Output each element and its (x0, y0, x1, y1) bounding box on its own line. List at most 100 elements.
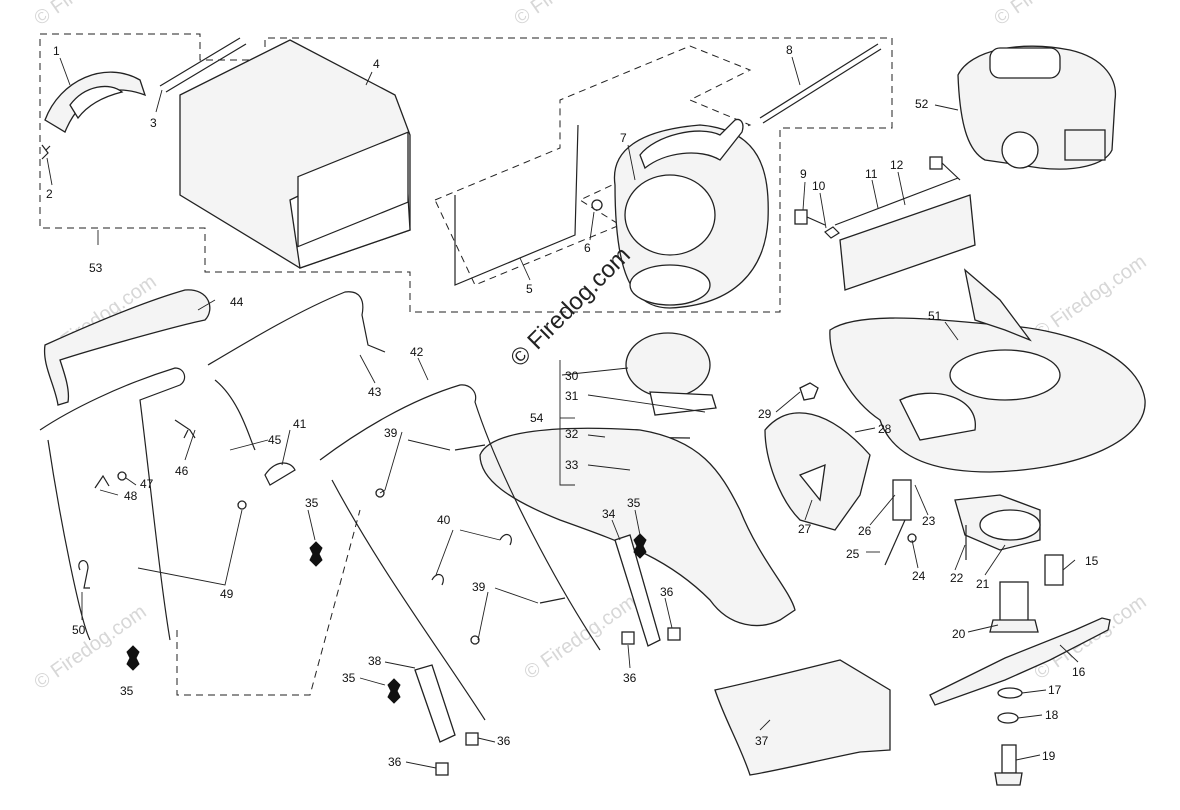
part-handle-45[interactable] (39, 367, 186, 641)
callout-16[interactable]: 16 (1072, 665, 1086, 679)
part-blade-adapter[interactable] (954, 494, 1041, 560)
callout-3[interactable]: 3 (150, 116, 157, 130)
callout-1[interactable]: 1 (53, 44, 60, 58)
part-bolt[interactable] (794, 209, 826, 226)
part-knob-35b[interactable] (309, 541, 323, 567)
part-knob-35a[interactable] (126, 645, 140, 671)
callout-23[interactable]: 23 (922, 514, 936, 528)
callout-40[interactable]: 40 (437, 513, 451, 527)
part-knob-35c[interactable] (633, 533, 647, 559)
callout-30[interactable]: 30 (565, 369, 579, 383)
callout-17[interactable]: 17 (1048, 683, 1062, 697)
callout-28[interactable]: 28 (878, 422, 892, 436)
part-handle-bracket[interactable] (414, 664, 456, 743)
callout-49[interactable]: 49 (220, 587, 234, 601)
callout-47[interactable]: 47 (140, 477, 154, 491)
part-hook-50[interactable] (78, 560, 90, 589)
part-knob-35d[interactable] (387, 678, 401, 704)
part-rear-flap[interactable] (834, 177, 976, 291)
callout-36-a[interactable]: 36 (623, 671, 637, 685)
callout-37[interactable]: 37 (755, 734, 769, 748)
part-handle-43[interactable] (207, 291, 386, 451)
callout-18[interactable]: 18 (1045, 708, 1059, 722)
callout-26[interactable]: 26 (858, 524, 872, 538)
callout-35-a[interactable]: 35 (120, 684, 134, 698)
callout-31[interactable]: 31 (565, 389, 579, 403)
callout-24[interactable]: 24 (912, 569, 926, 583)
callout-5[interactable]: 5 (526, 282, 533, 296)
part-screw-36a[interactable] (621, 631, 635, 645)
callout-39-b[interactable]: 39 (472, 580, 486, 594)
callout-36-b[interactable]: 36 (660, 585, 674, 599)
callout-10[interactable]: 10 (812, 179, 826, 193)
part-rear-chute-housing[interactable] (613, 118, 769, 309)
callout-54[interactable]: 54 (530, 411, 544, 425)
part-grass-bag[interactable] (179, 39, 411, 269)
callout-45[interactable]: 45 (268, 433, 282, 447)
callout-36-d[interactable]: 36 (388, 755, 402, 769)
part-side-discharge-chute[interactable] (764, 412, 871, 531)
part-mulch-label[interactable] (649, 391, 717, 416)
callout-22[interactable]: 22 (950, 571, 964, 585)
part-blade-bolt[interactable] (994, 744, 1023, 786)
part-screw-36b[interactable] (667, 627, 681, 641)
callout-53[interactable]: 53 (89, 261, 103, 275)
callout-46[interactable]: 46 (175, 464, 189, 478)
callout-7[interactable]: 7 (620, 131, 627, 145)
callout-43[interactable]: 43 (368, 385, 382, 399)
callout-34[interactable]: 34 (602, 507, 616, 521)
part-bolt-39-upper[interactable] (375, 444, 486, 498)
part-engine[interactable] (957, 45, 1117, 170)
part-blade-hub[interactable] (989, 581, 1039, 633)
callout-36-c[interactable]: 36 (497, 734, 511, 748)
part-bag-handle-cover[interactable] (44, 71, 147, 133)
callout-50[interactable]: 50 (72, 623, 86, 637)
callout-42[interactable]: 42 (410, 345, 424, 359)
callout-29[interactable]: 29 (758, 407, 772, 421)
callout-35-b[interactable]: 35 (305, 496, 319, 510)
part-bolt-39-lower[interactable] (470, 597, 566, 645)
callout-19[interactable]: 19 (1042, 749, 1056, 763)
part-mulch-chute[interactable] (479, 427, 796, 627)
part-washer-17[interactable] (997, 687, 1023, 699)
part-engine-bolt[interactable] (1044, 554, 1064, 586)
callout-4[interactable]: 4 (373, 57, 380, 71)
part-blade[interactable] (929, 617, 1111, 706)
callout-2[interactable]: 2 (46, 187, 53, 201)
part-bag-frame[interactable] (454, 124, 579, 286)
part-handle-bracket-34[interactable] (614, 534, 661, 647)
part-mulch-cover[interactable] (714, 659, 891, 776)
callout-33[interactable]: 33 (565, 458, 579, 472)
part-spring-41[interactable] (264, 462, 296, 486)
callout-27[interactable]: 27 (798, 522, 812, 536)
part-height-adjuster[interactable] (884, 479, 917, 566)
part-flap-bolt[interactable] (929, 156, 961, 181)
part-mower-deck[interactable] (829, 268, 1146, 473)
callout-35-c[interactable]: 35 (627, 496, 641, 510)
callout-20[interactable]: 20 (952, 627, 966, 641)
part-mulch-plug[interactable] (625, 332, 711, 398)
part-screw-47[interactable] (117, 471, 127, 481)
part-rear-rod[interactable] (759, 43, 882, 124)
callout-8[interactable]: 8 (786, 43, 793, 57)
callout-25[interactable]: 25 (846, 547, 860, 561)
part-screw-49[interactable] (237, 500, 247, 510)
callout-38[interactable]: 38 (368, 654, 382, 668)
callout-12[interactable]: 12 (890, 158, 904, 172)
part-cable-clip-48[interactable] (94, 474, 110, 489)
part-washer[interactable] (591, 199, 603, 211)
part-washer-18[interactable] (997, 712, 1019, 724)
callout-6[interactable]: 6 (584, 241, 591, 255)
callout-51[interactable]: 51 (928, 309, 942, 323)
callout-35-d[interactable]: 35 (342, 671, 356, 685)
part-upper-handle[interactable] (43, 289, 211, 406)
callout-44[interactable]: 44 (230, 295, 244, 309)
part-lower-handle[interactable] (319, 384, 601, 721)
part-bag-rod[interactable] (159, 37, 247, 93)
callout-15[interactable]: 15 (1085, 554, 1099, 568)
callout-9[interactable]: 9 (800, 167, 807, 181)
callout-41[interactable]: 41 (293, 417, 307, 431)
part-screw-36c[interactable] (465, 732, 479, 746)
part-cable-clip[interactable] (174, 419, 196, 439)
part-deck-clip[interactable] (799, 382, 819, 401)
